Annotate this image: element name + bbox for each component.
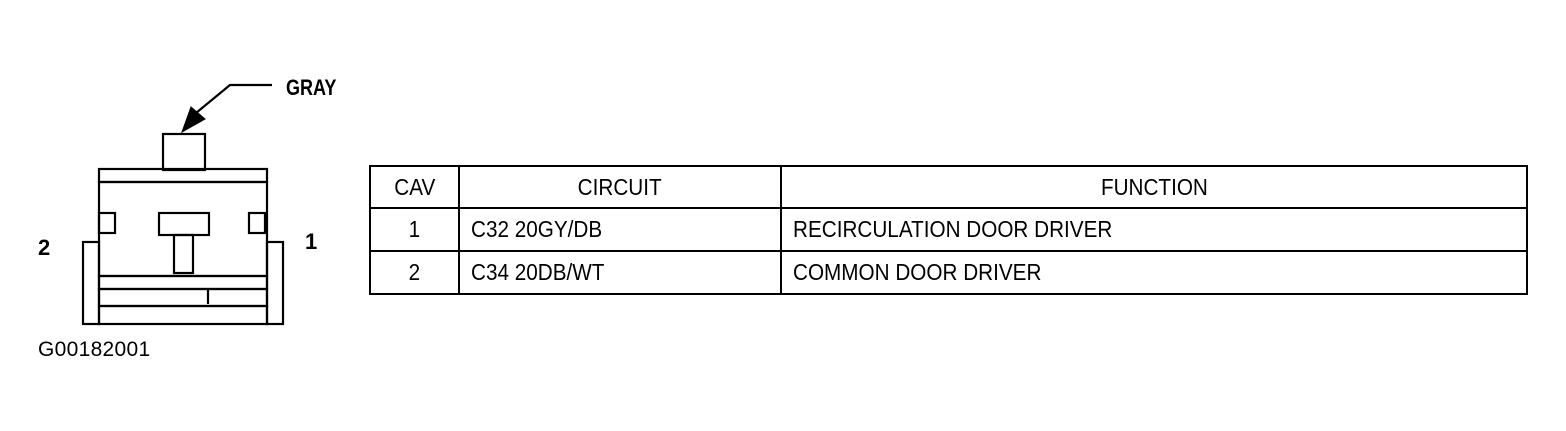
cell-cav: 2 xyxy=(369,250,460,295)
table-row: 2 C34 20DB/WT COMMON DOOR DRIVER xyxy=(369,250,1528,295)
pin-number-right: 1 xyxy=(305,229,317,254)
label-leader-line xyxy=(195,83,272,114)
arrow-head xyxy=(181,106,206,134)
cell-circuit: C34 20DB/WT xyxy=(458,250,782,295)
cell-function: COMMON DOOR DRIVER xyxy=(780,250,1528,295)
wire-color-label: GRAY xyxy=(286,76,337,100)
connector-body xyxy=(97,180,269,278)
cell-circuit: C32 20GY/DB xyxy=(458,207,782,252)
locking-tab xyxy=(161,132,207,172)
inner-latch-right xyxy=(247,211,267,235)
cell-cav: 1 xyxy=(369,207,460,252)
figure-id: G00182001 xyxy=(38,338,151,361)
lower-slab-2 xyxy=(97,287,269,308)
side-rib-left xyxy=(81,240,101,326)
table-row: 1 C32 20GY/DB RECIRCULATION DOOR DRIVER xyxy=(369,207,1528,252)
lower-slab-3 xyxy=(97,304,269,326)
side-rib-right xyxy=(265,240,285,326)
inner-latch-left xyxy=(97,211,117,235)
header-cav: CAV xyxy=(369,165,460,209)
header-function: FUNCTION xyxy=(780,165,1528,209)
cell-function: RECIRCULATION DOOR DRIVER xyxy=(780,207,1528,252)
table-header-row: CAV CIRCUIT FUNCTION xyxy=(369,165,1528,209)
header-circuit: CIRCUIT xyxy=(458,165,782,209)
terminal-key-head xyxy=(157,211,211,237)
lower-slab-1 xyxy=(97,274,269,291)
pinout-table: CAV CIRCUIT FUNCTION 1 C32 20GY/DB RECIR… xyxy=(369,165,1528,295)
connector-face-view: GRAY 2 1 xyxy=(38,76,337,326)
pin-number-left: 2 xyxy=(38,235,50,260)
terminal-key-stem xyxy=(172,233,195,275)
